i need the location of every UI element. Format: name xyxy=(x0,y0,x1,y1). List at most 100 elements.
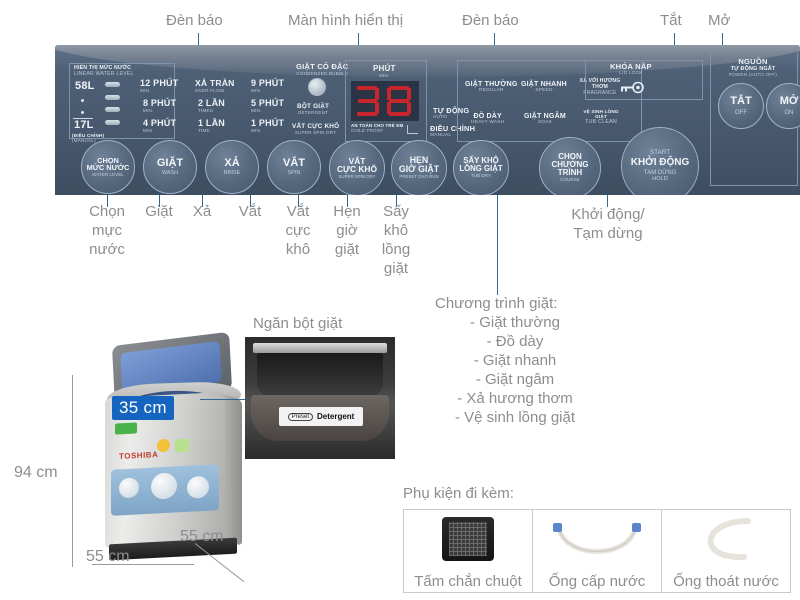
bcline-3 xyxy=(202,195,203,207)
power-off-button[interactable]: TẮT OFF xyxy=(718,83,764,129)
detergent-drawer-image: Preset Detergent xyxy=(245,337,395,459)
label-rinse: Xả xyxy=(192,203,212,220)
callout-line-2 xyxy=(358,33,359,47)
bubble-indicator-icon xyxy=(308,78,326,96)
bcline-programs xyxy=(497,195,498,295)
drawer-lip xyxy=(253,343,387,353)
program-heavy-wash: ĐỒ DÀY HEAVY WASH xyxy=(471,113,505,125)
callout-on: Mở xyxy=(708,12,731,29)
program-soak: GIẶT NGÂM SOAK xyxy=(524,113,566,125)
machine-knob-3 xyxy=(187,475,209,499)
callout-off: Tắt xyxy=(660,12,682,29)
button-super-spin-dry[interactable]: VẮT CỰC KHÔ SUPER SPIN DRY xyxy=(329,140,385,195)
machine-mini-panel xyxy=(111,464,219,516)
machine-side xyxy=(222,394,242,546)
callout-line-3 xyxy=(494,33,495,47)
button-water-level[interactable]: CHỌN MỨC NƯỚC WATER LEVEL xyxy=(81,140,135,194)
water-level-dot-1 xyxy=(81,99,84,102)
program-list-item: - Giặt nhanh xyxy=(473,352,557,369)
drain-hose-icon xyxy=(662,514,790,564)
lid-lock-label: KHÓA NẮP LID LOCK xyxy=(610,62,652,76)
bcline-2 xyxy=(159,195,160,207)
dim-width-label: 55 cm xyxy=(86,548,130,565)
accessory-cell-drain-hose: Ống thoát nước xyxy=(662,509,791,593)
water-level-box xyxy=(69,63,175,139)
drawer-callout-line xyxy=(200,399,248,400)
spin-9min: 9 PHÚT MIN. xyxy=(251,78,285,93)
child-proof-bracket-icon xyxy=(407,125,418,134)
drawer-detergent-text: Detergent xyxy=(317,412,355,421)
rinse-2times: 2 LẦN TIMES xyxy=(198,98,226,113)
button-tub-dry[interactable]: SẤY KHÔ LỒNG GIẶT TUB DRY xyxy=(453,140,509,195)
water-level-divider xyxy=(73,118,93,119)
button-preset-timer[interactable]: HẸN GIỜ GIẶT PRESET CHO RUN xyxy=(391,140,447,195)
bcline-6 xyxy=(347,195,348,207)
program-list-item: - Giặt ngâm xyxy=(475,371,555,388)
water-level-max: 58L xyxy=(75,80,95,92)
drawer-title: Ngăn bột giặt xyxy=(253,315,343,332)
condensed-bubble-title: GIẶT CÔ ĐẶC CONDENSED BUBBLE xyxy=(296,62,349,76)
power-on-button[interactable]: MỞ ON xyxy=(766,83,800,129)
machine-knob-2 xyxy=(151,472,177,500)
manual-mode-label: ĐIỀU CHỈNH MANUAL xyxy=(430,124,476,138)
button-start-pause[interactable]: START KHỞI ĐỘNG TẠM DỪNG HOLD xyxy=(621,127,699,195)
label-programs-header: Chương trình giặt: xyxy=(435,295,558,312)
program-list: - Giặt thường - Đồ dày - Giặt nhanh - Gi… xyxy=(435,313,595,427)
water-level-led-4 xyxy=(105,120,120,125)
led-seven-segment xyxy=(357,86,411,116)
button-rinse[interactable]: XẢ RINSE xyxy=(205,140,259,194)
drawer-preset-text: Preset xyxy=(287,412,313,421)
button-course-select[interactable]: CHỌN CHƯƠNG TRÌNH COURSE xyxy=(539,137,601,195)
drawer-label: Preset Detergent xyxy=(279,407,363,426)
accessory-label: Ống cấp nước xyxy=(548,573,646,590)
lid-lock-box xyxy=(585,60,703,100)
badge-opening-size: 35 cm xyxy=(112,396,174,420)
dim-width-line xyxy=(92,564,194,565)
machine-sticker-green xyxy=(115,422,137,435)
label-wash: Giặt xyxy=(145,203,173,220)
bcline-5 xyxy=(298,195,299,207)
callout-indicator-left: Đèn báo xyxy=(166,12,223,29)
dim-height-line xyxy=(72,375,73,567)
label-spin: Vắt xyxy=(238,203,262,220)
accessory-label: Tấm chắn chuột xyxy=(414,573,522,590)
button-spin[interactable]: VẮT SPIN xyxy=(267,140,321,194)
label-super-spin-dry: Vắt cực khô xyxy=(285,203,311,258)
detergent-label: BỘT GIẶT DETERGENT xyxy=(297,103,330,115)
water-level-led-1 xyxy=(105,82,120,87)
bcline-7 xyxy=(396,195,397,207)
program-regular: GIẶT THƯỜNG REGULAR xyxy=(465,81,518,93)
accessory-label: Ống thoát nước xyxy=(673,573,779,590)
water-level-led-3 xyxy=(105,107,120,112)
accessories-title: Phụ kiện đi kèm: xyxy=(403,485,514,502)
water-level-dot-2 xyxy=(81,111,84,114)
super-spin-dry-label: VẮT CỰC KHÔ SUPER SPIN DRY xyxy=(292,123,340,135)
dim-depth-label: 55 cm xyxy=(180,528,224,545)
program-list-item: - Xả hương thơm xyxy=(457,390,573,407)
control-panel: HIỂN THỊ MỨC NƯỚC LINEAR WATER LEVEL 58L… xyxy=(55,45,800,195)
bcline-4 xyxy=(250,195,251,207)
accessory-cell-inlet-hose: Ống cấp nước xyxy=(533,509,662,593)
program-list-item: - Đồ dày xyxy=(486,333,544,350)
program-speed: GIẶT NHANH SPEED xyxy=(521,81,567,93)
overflow-label: XẢ TRÀN OVER FLOW xyxy=(195,78,235,93)
child-proof-label: AN TOÀN CHO TRẺ EM CHILD PROOF xyxy=(351,123,404,133)
spin-5min: 5 PHÚT MIN. xyxy=(251,98,285,113)
spin-1min: 1 PHÚT MIN. xyxy=(251,118,285,133)
label-tub-dry: Sấy khô lồng giặt xyxy=(381,203,411,277)
time-12min: 12 PHÚT MIN. xyxy=(140,78,179,93)
inlet-hose-icon xyxy=(533,514,661,564)
bcline-1 xyxy=(107,195,108,207)
button-wash[interactable]: GIẶT WASH xyxy=(143,140,197,194)
program-list-item: - Giặt thường xyxy=(470,314,560,331)
mouse-guard-icon xyxy=(404,514,532,564)
water-level-led-2 xyxy=(105,95,120,100)
callout-line-1 xyxy=(198,33,199,47)
display-unit-label: PHÚT MIN. xyxy=(373,64,396,78)
program-tub-clean: VỆ SINH LỒNG GIẶT TUB CLEAN xyxy=(583,109,619,125)
display-box xyxy=(345,60,427,142)
program-fragrance: XẢ VỚI HƯƠNG THƠM FRAGRANCE xyxy=(579,78,621,96)
label-start-pause: Khởi động/ Tạm dừng xyxy=(571,206,645,242)
time-4min: 4 PHÚT MIN. xyxy=(143,118,177,133)
time-8min: 8 PHÚT MIN. xyxy=(143,98,177,113)
